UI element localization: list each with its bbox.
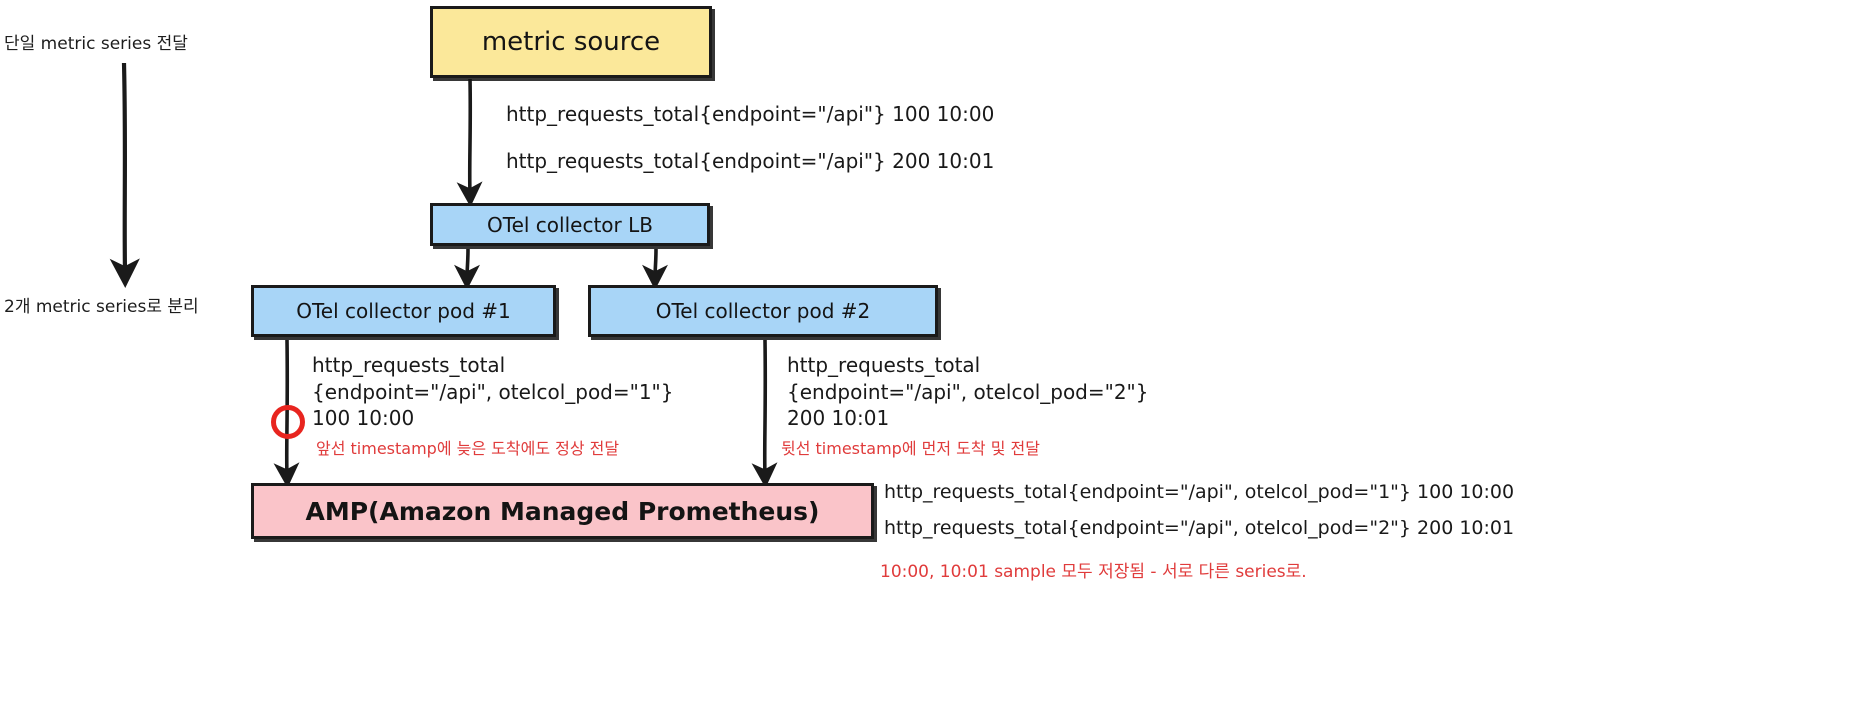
arrow-pod2-to-amp	[751, 339, 778, 488]
node-amp[interactable]: AMP(Amazon Managed Prometheus)	[251, 483, 874, 539]
node-otel-collector-pod-2[interactable]: OTel collector pod #2	[588, 285, 938, 337]
source-sample-line-1: http_requests_total{endpoint="/api"} 100…	[506, 102, 995, 126]
arrow-side-split	[109, 62, 140, 288]
node-otel-collector-pod-1[interactable]: OTel collector pod #1	[251, 285, 556, 337]
pod-1-output-sample: http_requests_total {endpoint="/api", ot…	[312, 353, 674, 431]
annotation-bottom: 10:00, 10:01 sample 모두 저장됨 - 서로 다른 serie…	[880, 562, 1307, 582]
red-circle-icon	[271, 405, 305, 439]
annotation-left: 앞선 timestamp에 늦은 도착에도 정상 전달	[316, 439, 620, 458]
arrow-lb-to-pod1	[454, 248, 480, 290]
amp-stored-sample-1: http_requests_total{endpoint="/api", ote…	[884, 481, 1515, 503]
arrow-pod1-to-amp	[273, 339, 300, 488]
arrow-lb-to-pod2	[642, 248, 668, 290]
pod-2-output-sample: http_requests_total {endpoint="/api", ot…	[787, 353, 1149, 431]
node-otel-collector-lb[interactable]: OTel collector LB	[430, 203, 710, 246]
side-label-bottom: 2개 metric series로 분리	[4, 297, 199, 317]
node-metric-source[interactable]: metric source	[430, 6, 712, 78]
annotation-right: 뒷선 timestamp에 먼저 도착 및 전달	[781, 439, 1040, 458]
side-label-top: 단일 metric series 전달	[4, 34, 188, 54]
amp-stored-sample-2: http_requests_total{endpoint="/api", ote…	[884, 517, 1515, 539]
source-sample-line-2: http_requests_total{endpoint="/api"} 200…	[506, 149, 995, 173]
arrow-source-to-lb	[456, 78, 483, 207]
